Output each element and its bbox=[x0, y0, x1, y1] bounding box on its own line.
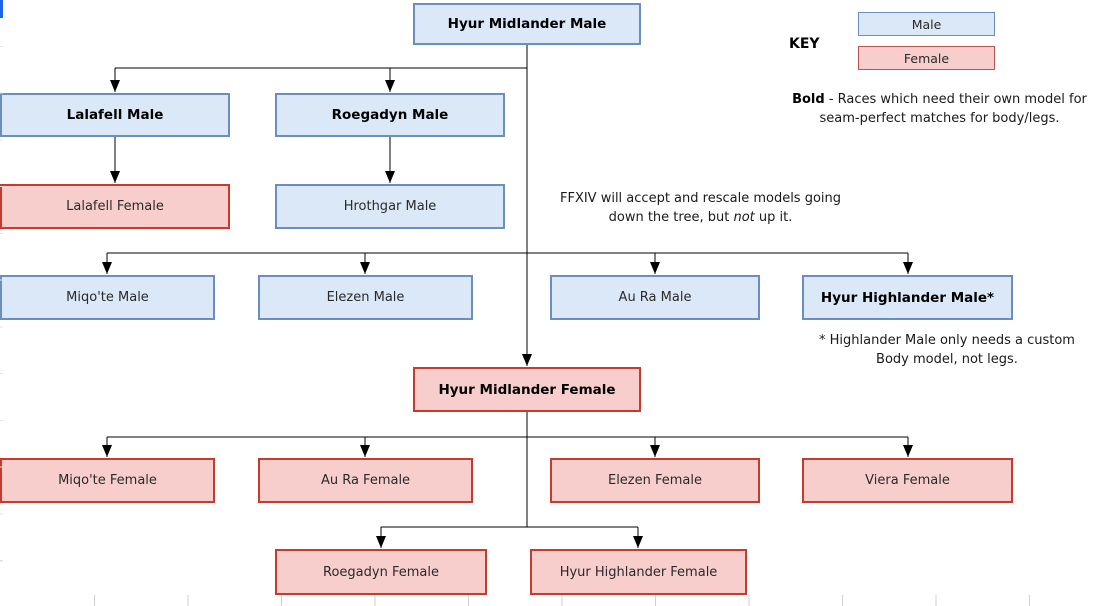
key-female-label: Female bbox=[903, 50, 950, 66]
node-elezen-male: Elezen Male bbox=[258, 275, 473, 320]
key-male-swatch: Male bbox=[858, 12, 995, 36]
node-hyur-midlander-male: Hyur Midlander Male bbox=[413, 3, 641, 45]
bold-legend-note: Bold - Races which need their own model … bbox=[772, 91, 1107, 129]
highlander-footnote: * Highlander Male only needs a custom Bo… bbox=[819, 333, 1075, 367]
node-lalafell-male: Lalafell Male bbox=[0, 93, 230, 137]
node-hyur-highlander-male: Hyur Highlander Male* bbox=[802, 275, 1013, 320]
node-aura-female: Au Ra Female bbox=[258, 458, 473, 503]
node-roegadyn-male: Roegadyn Male bbox=[275, 93, 505, 137]
node-hyur-midlander-female: Hyur Midlander Female bbox=[413, 367, 641, 412]
key-title: KEY bbox=[789, 36, 820, 52]
key-female-swatch: Female bbox=[858, 46, 995, 70]
bold-legend-rest: - Races which need their own model for s… bbox=[819, 92, 1087, 126]
key-male-label: Male bbox=[911, 16, 942, 32]
node-hyur-highlander-female: Hyur Highlander Female bbox=[530, 549, 747, 595]
grid-ticks-bottom bbox=[94, 595, 1107, 606]
node-aura-male: Au Ra Male bbox=[550, 275, 760, 320]
node-viera-female: Viera Female bbox=[802, 458, 1013, 503]
rescale-note: FFXIV will accept and rescale models goi… bbox=[559, 191, 842, 225]
cursor-caret-mark bbox=[0, 0, 3, 18]
node-lalafell-female: Lalafell Female bbox=[0, 184, 230, 229]
node-roegadyn-female: Roegadyn Female bbox=[275, 549, 487, 595]
grid-ticks-left bbox=[0, 46, 3, 606]
node-hrothgar-male: Hrothgar Male bbox=[275, 184, 505, 229]
bold-legend-lead: Bold bbox=[792, 92, 825, 107]
node-miqote-female: Miqo'te Female bbox=[0, 458, 215, 503]
node-miqote-male: Miqo'te Male bbox=[0, 275, 215, 320]
node-elezen-female: Elezen Female bbox=[550, 458, 760, 503]
